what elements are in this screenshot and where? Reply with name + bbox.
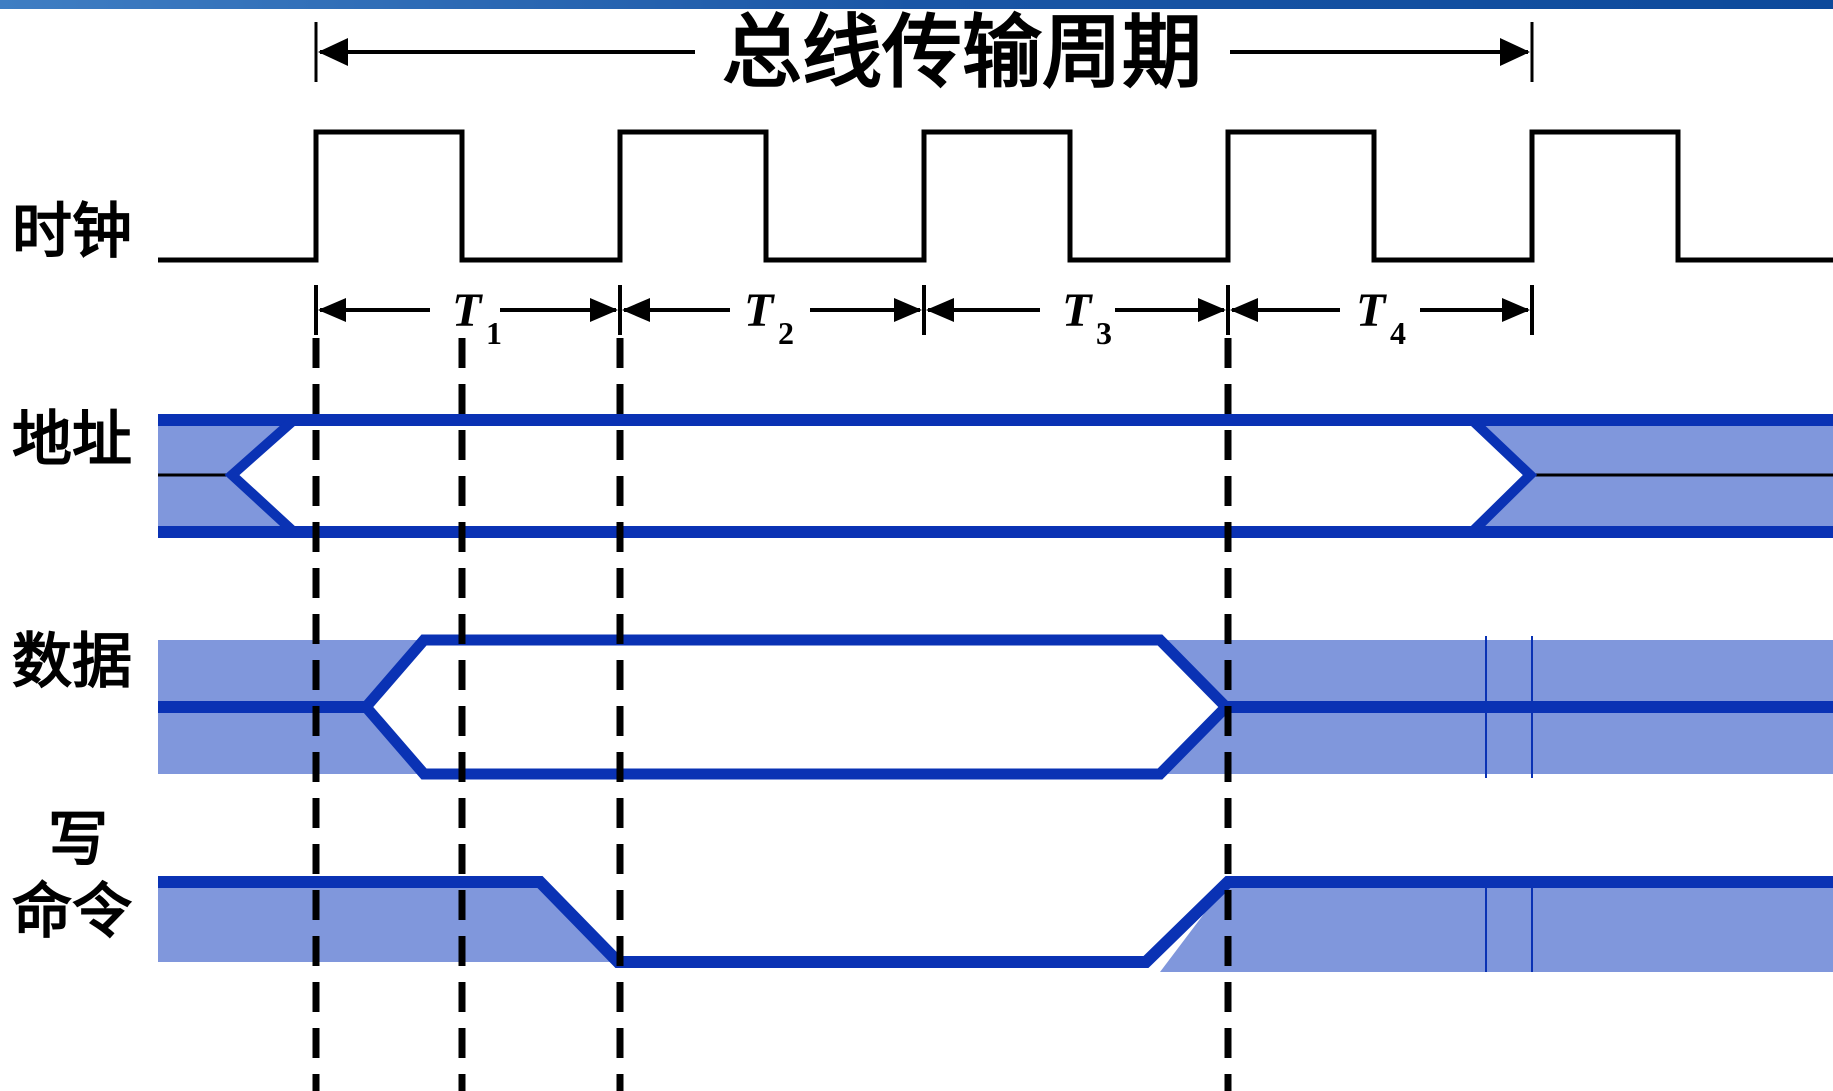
t1-subscript: 1 xyxy=(486,315,502,351)
t2-subscript: 2 xyxy=(778,315,794,351)
write-command-label-line1: 写 xyxy=(48,805,108,875)
write-command-bus xyxy=(158,876,1833,972)
write-command-label-line2: 命令 xyxy=(12,877,133,947)
t3-subscript: 3 xyxy=(1096,315,1112,351)
data-valid-window xyxy=(361,634,1234,780)
t4-subscript: 4 xyxy=(1390,315,1406,351)
t4-arrowhead-left xyxy=(1230,298,1258,322)
clock-waveform xyxy=(158,129,1833,263)
timing-markers xyxy=(312,338,1232,1091)
t1-letter: T xyxy=(452,284,483,337)
period-label-t2: T 2 xyxy=(744,284,794,351)
t2-arrowhead-left xyxy=(622,298,650,322)
address-label: 地址 xyxy=(12,405,132,475)
t1-arrowhead-right xyxy=(590,298,618,322)
data-label: 数据 xyxy=(12,627,132,697)
period-label-t4: T 4 xyxy=(1356,284,1406,351)
t2-letter: T xyxy=(744,284,775,337)
address-edge-right xyxy=(1468,416,1538,536)
bus-cycle-span: 总线传输周期 xyxy=(314,5,1534,99)
address-edge-left xyxy=(224,416,298,536)
write-command-waveform xyxy=(158,876,1833,968)
t2-arrowhead-right xyxy=(894,298,922,322)
header-band xyxy=(0,0,1833,9)
period-label-t3: T 3 xyxy=(1062,284,1112,351)
write-high-fill-left xyxy=(158,882,618,962)
write-high-fill-right xyxy=(1160,882,1833,972)
t4-letter: T xyxy=(1356,284,1387,337)
bus-cycle-title: 总线传输周期 xyxy=(722,5,1202,99)
data-bus xyxy=(158,634,1833,780)
t4-arrowhead-right xyxy=(1502,298,1530,322)
bus-cycle-arrowhead-left xyxy=(318,38,348,66)
t3-arrowhead-right xyxy=(1198,298,1226,322)
clock-label: 时钟 xyxy=(12,197,132,267)
t3-arrowhead-left xyxy=(926,298,954,322)
period-label-t1: T 1 xyxy=(452,284,502,351)
bus-cycle-arrowhead-right xyxy=(1500,38,1530,66)
t1-arrowhead-left xyxy=(318,298,346,322)
t3-letter: T xyxy=(1062,284,1093,337)
address-bus xyxy=(158,414,1833,538)
period-arrowheads xyxy=(318,298,1530,322)
